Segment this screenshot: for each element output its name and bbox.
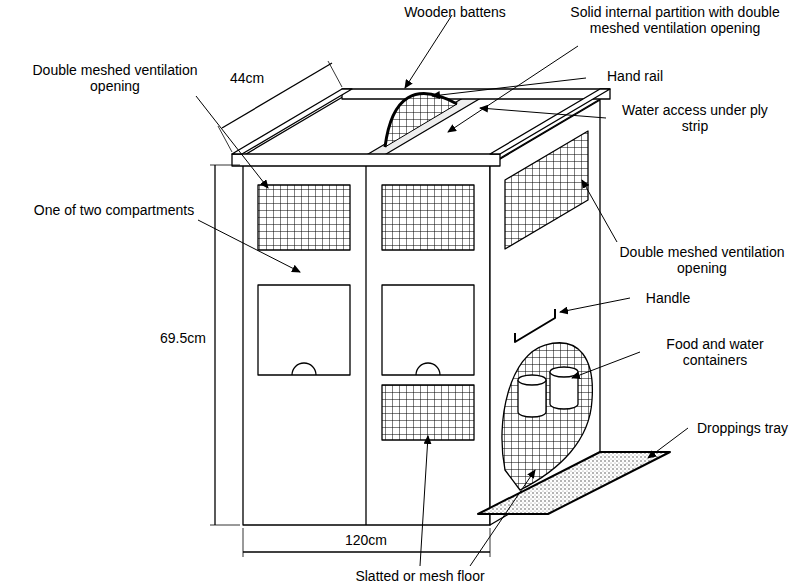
drawing-line xyxy=(196,96,268,188)
drawing-line xyxy=(210,165,240,166)
door-notch xyxy=(292,363,316,375)
batten xyxy=(232,89,352,154)
dimension-label: 69.5cm xyxy=(156,330,210,346)
callout-label: Double meshed ventilation opening xyxy=(612,244,792,276)
door-notch xyxy=(416,363,440,375)
droppings-tray xyxy=(478,452,670,514)
drawing-line xyxy=(405,15,452,88)
containers xyxy=(518,367,578,417)
handle xyxy=(515,309,555,342)
partition-edge xyxy=(365,165,366,525)
callout-label: One of two compartments xyxy=(28,202,200,218)
door xyxy=(258,285,350,375)
drawing-line xyxy=(210,525,240,526)
callout-label: Hand rail xyxy=(590,68,680,84)
drawing-line xyxy=(420,436,428,566)
drawing-line xyxy=(432,78,586,96)
callout-label: Droppings tray xyxy=(690,420,795,436)
drawing-line xyxy=(582,180,617,242)
callout-label: Handle xyxy=(633,290,703,306)
drawing-line xyxy=(480,108,606,118)
drawing-line xyxy=(243,528,244,557)
drawing-ellipse xyxy=(518,375,546,385)
callout-label: Solid internal partition with double mes… xyxy=(570,4,780,36)
mesh-opening xyxy=(258,185,350,250)
front-face xyxy=(243,165,490,525)
callout-label: Slatted or mesh floor xyxy=(330,568,510,584)
leader-lines xyxy=(196,15,688,566)
hand-rail xyxy=(385,94,457,147)
drawing-line xyxy=(470,470,535,566)
door xyxy=(382,285,474,375)
dimension-label: 44cm xyxy=(222,70,272,86)
dimension-line xyxy=(243,551,490,552)
drawing-line xyxy=(648,428,688,458)
drawing-line xyxy=(490,528,491,557)
drawing-line xyxy=(448,46,578,132)
dimension-label: 120cm xyxy=(336,532,396,548)
batten xyxy=(232,154,500,166)
dimension-line xyxy=(214,165,215,525)
callout-label: Double meshed ventilation opening xyxy=(30,62,200,94)
mesh-floor xyxy=(382,385,474,440)
drawing-ellipse xyxy=(550,367,578,377)
drawing-line xyxy=(328,61,342,87)
callout-label: Food and water containers xyxy=(640,336,790,368)
dimension-line xyxy=(222,63,332,128)
partition-mesh xyxy=(385,94,457,147)
batten xyxy=(490,89,610,154)
callout-label: Water access under ply strip xyxy=(610,102,780,134)
mesh-opening xyxy=(505,131,588,249)
drawing-line xyxy=(560,298,630,312)
drawing-line xyxy=(198,220,300,272)
drawing-line xyxy=(572,352,640,378)
drawing-g xyxy=(196,15,688,566)
mesh-opening xyxy=(382,185,474,250)
callout-label: Wooden battens xyxy=(400,4,510,20)
